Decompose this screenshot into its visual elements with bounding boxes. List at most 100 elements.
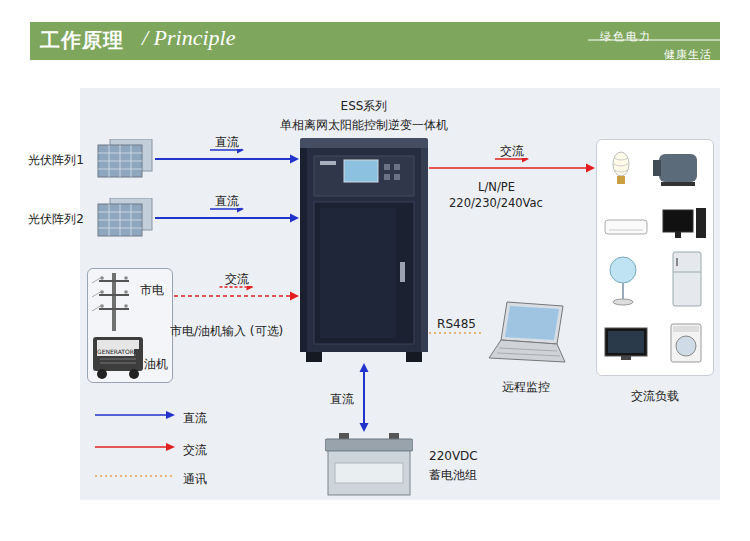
connector (360, 363, 369, 432)
cell-line (98, 228, 142, 229)
connector-line (429, 332, 484, 334)
monitor-stand (675, 232, 681, 238)
pv-array: 光伏阵列2 (96, 198, 154, 238)
button (394, 164, 400, 170)
insulator (124, 304, 128, 308)
slogan-holder: 绿色电力 (600, 25, 652, 44)
battery-lid (325, 439, 413, 451)
load-box-illustration (597, 140, 715, 377)
fridge (673, 252, 701, 306)
direction-mark (210, 149, 237, 151)
title: 工作原理 (40, 28, 124, 52)
cell-line (98, 169, 142, 170)
generator-plate-text: GENERATOR (97, 347, 134, 356)
cell-line (98, 153, 142, 154)
bulb (613, 152, 629, 176)
legend-sample (95, 443, 175, 451)
slogan-holder: 健康生活 (664, 43, 712, 62)
arrowhead (586, 164, 595, 173)
power-wire (92, 291, 102, 297)
keyboard (497, 353, 560, 356)
legend-line (95, 446, 167, 448)
connector-line (174, 295, 291, 297)
monitor-label-holder: 远程监控 (502, 376, 550, 395)
legend-line (95, 414, 167, 416)
cabinet-door (314, 202, 414, 344)
connector-line (429, 167, 587, 169)
diagram-panel (80, 88, 720, 500)
edge-label: 交流 (223, 272, 251, 286)
button (394, 174, 400, 180)
battery-label-holder: 蓄电池组 (429, 464, 477, 483)
output-spec-holder: L/N/PE (478, 176, 515, 195)
button (384, 174, 390, 180)
direction-mark (210, 208, 237, 210)
insulator (124, 290, 128, 294)
source-label: 油机 (144, 357, 168, 371)
pv-array-illustration (96, 139, 154, 179)
crossbar (99, 294, 129, 296)
washer-panel (673, 326, 699, 332)
laptop-display (505, 306, 559, 340)
pv-label-holder: 光伏阵列1 (28, 149, 84, 168)
arrowhead (360, 423, 369, 432)
door-mesh (320, 208, 396, 338)
bulb-base (617, 176, 625, 184)
tv-screen (608, 331, 644, 353)
legend-text-holder: 直流 (183, 407, 207, 426)
inverter-cabinet-illustration (300, 138, 428, 362)
arrowhead (290, 292, 299, 301)
arrowhead (166, 443, 175, 451)
ac-vent (609, 230, 643, 231)
subtitle-holder: / Principle (142, 25, 235, 51)
air-conditioner (605, 220, 647, 234)
edge-label: 直流 (213, 135, 241, 149)
monitor (663, 210, 693, 232)
output-spec-holder: 220/230/240Vac (449, 192, 543, 211)
grid-generator-box: 市电油机 (87, 268, 173, 383)
device-title-holder: 单相离网太阳能控制逆变一体机 (280, 114, 448, 133)
laptop-screen (501, 302, 563, 344)
device-title: ESS系列 (341, 99, 388, 113)
cabinet-body (300, 148, 428, 352)
door-handle (400, 262, 405, 282)
legend-sample (95, 476, 175, 477)
connector-line (363, 371, 365, 424)
insulator (124, 276, 128, 280)
pv-array: 光伏阵列1 (96, 139, 154, 179)
fan-stand (622, 283, 624, 300)
wheel (129, 369, 139, 379)
arrowhead (290, 214, 299, 223)
solar-panel (98, 204, 142, 236)
wheel (97, 369, 107, 379)
cell-line (98, 220, 142, 221)
solar-panel (98, 145, 142, 177)
fan-base (613, 299, 633, 305)
title-holder: 工作原理 (40, 28, 124, 52)
source-label-holder: 市电 (140, 279, 164, 298)
load-box: 交流负载 (596, 139, 714, 376)
inverter-cabinet: ESS系列单相离网太阳能控制逆变一体机 (300, 138, 428, 362)
input-note-holder: 市电/油机输入 (可选) (170, 320, 283, 339)
crossbar (99, 308, 129, 310)
battery-bank: 220VDC蓄电池组 (325, 433, 413, 497)
battery-label: 蓄电池组 (429, 468, 477, 482)
device-title: 单相离网太阳能控制逆变一体机 (280, 118, 448, 132)
input-note: 市电/油机输入 (可选) (170, 324, 283, 338)
legend-sample (95, 411, 175, 419)
cell-line (98, 212, 142, 213)
load-label: 交流负载 (631, 389, 679, 403)
battery-label-strip (335, 463, 403, 483)
edge-label: 直流 (328, 392, 356, 406)
slogan: 健康生活 (664, 48, 712, 61)
tv-stand (621, 356, 631, 360)
slogan: 绿色电力 (600, 30, 652, 43)
edge-label: RS485 (435, 317, 478, 331)
generator-plate-text-holder: GENERATOR (97, 339, 134, 358)
legend-text: 通讯 (183, 472, 207, 486)
pv-label: 光伏阵列1 (28, 153, 84, 167)
edge-label-holder: 直流 (213, 190, 241, 209)
fan (610, 257, 636, 283)
connector (429, 333, 484, 334)
